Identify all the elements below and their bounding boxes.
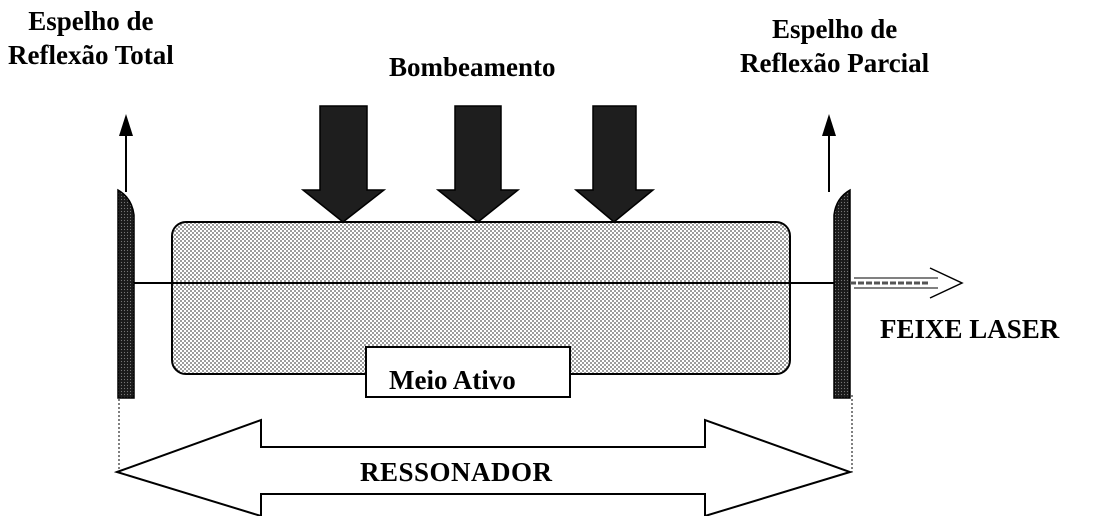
pumping-label: Bombeamento: [389, 52, 556, 82]
pump-arrow-3: [573, 105, 656, 223]
right-mirror-arrow-head: [822, 114, 836, 136]
pump-arrow-2: [435, 105, 521, 223]
left-mirror-arrow-head: [119, 114, 133, 136]
partial-reflection-mirror: [833, 188, 851, 399]
active-medium-label: Meio Ativo: [389, 365, 516, 395]
active-medium-label-box: [365, 346, 571, 398]
total-reflection-mirror: [117, 188, 135, 399]
total-mirror-label-line1: Espelho de: [28, 6, 154, 36]
laser-beam-label: FEIXE LASER: [880, 314, 1060, 344]
partial-mirror-label-line2: Reflexão Parcial: [740, 48, 930, 78]
total-mirror-label-line2: Reflexão Total: [8, 40, 174, 70]
resonator-double-arrow: [113, 418, 854, 516]
resonator-label: RESSONADOR: [360, 457, 553, 487]
pump-arrows: [300, 105, 656, 223]
partial-mirror-label-line1: Espelho de: [771, 14, 898, 44]
pump-arrow-1: [300, 105, 387, 223]
total-reflection-mirror-label: Espelho de Reflexão Total: [8, 4, 174, 72]
partial-reflection-mirror-label: Espelho de Reflexão Parcial: [740, 12, 929, 80]
laser-beam-arrowhead: [929, 267, 964, 299]
